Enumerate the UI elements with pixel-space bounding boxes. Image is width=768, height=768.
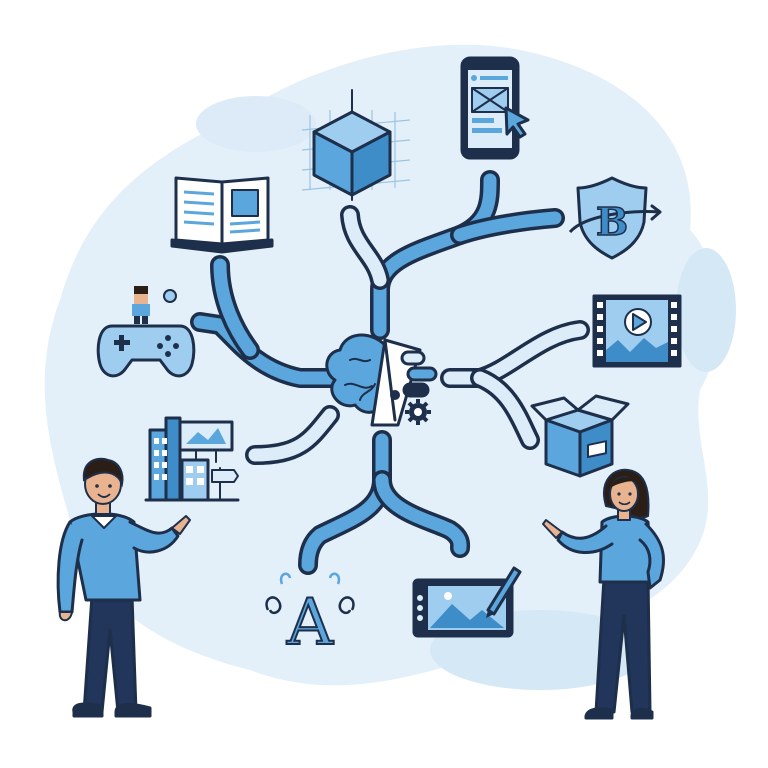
- typography-glyph: A: [286, 586, 334, 660]
- open-book-icon: [170, 176, 274, 254]
- brand-glyph: B: [596, 199, 628, 244]
- video-film-icon: [592, 294, 682, 368]
- drawing-tablet-icon: [412, 566, 522, 638]
- city-billboard-icon: [144, 416, 240, 502]
- 3d-cube-icon: [301, 89, 411, 201]
- game-controller-icon: [96, 286, 196, 378]
- brain-pen-gear-icon: [325, 333, 438, 427]
- woman-pointing-icon: [542, 468, 665, 720]
- man-pointing-icon: [56, 457, 191, 718]
- package-box-icon: [530, 394, 630, 478]
- mobile-app-icon: [460, 56, 530, 160]
- typography-a-icon: A: [265, 572, 355, 661]
- brand-shield-icon: B: [568, 176, 662, 260]
- connector-pipes: [190, 170, 590, 575]
